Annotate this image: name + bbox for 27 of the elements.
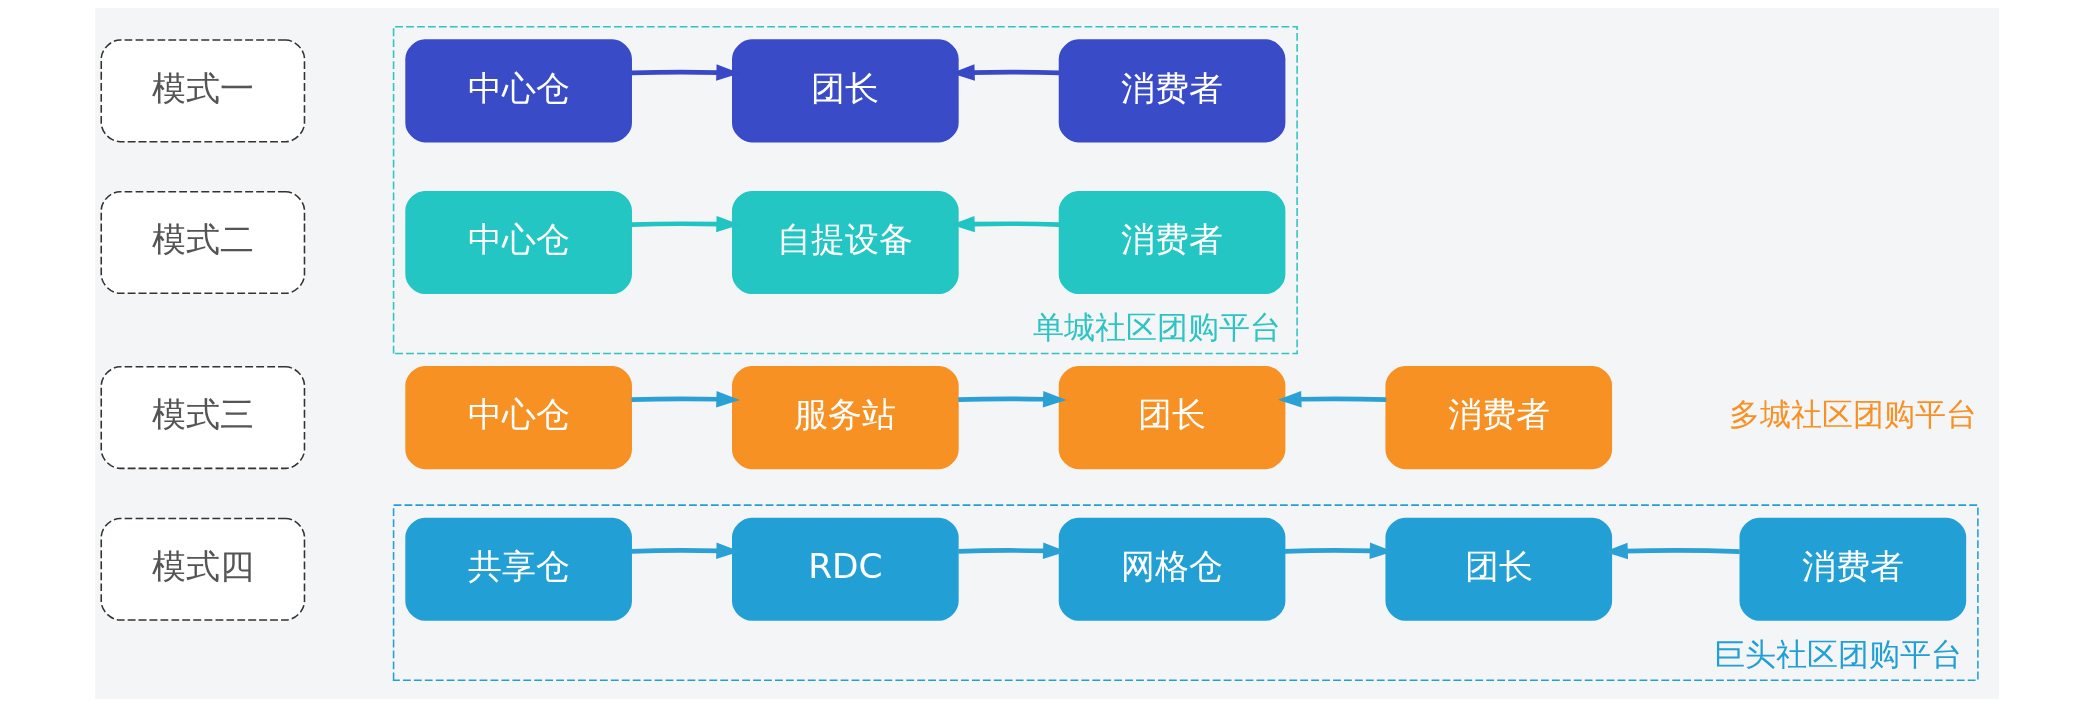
arrow: [958, 542, 1067, 560]
node-box: 消费者: [1739, 517, 1967, 621]
node-box: 消费者: [1058, 39, 1286, 143]
node-box: 团长: [1058, 366, 1286, 470]
node-box: 消费者: [1058, 190, 1286, 295]
node-box: 网格仓: [1058, 517, 1286, 621]
node-box: 服务站: [732, 366, 959, 470]
node-box: 消费者: [1385, 366, 1613, 470]
node-box: 中心仓: [405, 39, 632, 143]
arrow: [631, 390, 740, 408]
node-box: 团长: [732, 39, 959, 143]
node-box: RDC: [732, 517, 959, 621]
arrow: [631, 542, 740, 560]
node-box: 模式三: [100, 366, 306, 470]
arrow: [1284, 542, 1394, 560]
node-box: 共享仓: [405, 517, 632, 621]
arrow: [1604, 542, 1740, 560]
node-box: 中心仓: [405, 366, 632, 470]
node-box: 模式二: [100, 190, 306, 295]
arrow: [958, 390, 1067, 408]
node-box: 模式四: [100, 517, 306, 621]
node-box: 团长: [1385, 517, 1613, 621]
label: 多城社区团购平台: [1728, 396, 1977, 433]
node-box: 中心仓: [405, 190, 632, 295]
node-box: 自提设备: [732, 190, 959, 295]
node-box: 模式一: [100, 39, 306, 143]
arrow: [1277, 391, 1387, 408]
